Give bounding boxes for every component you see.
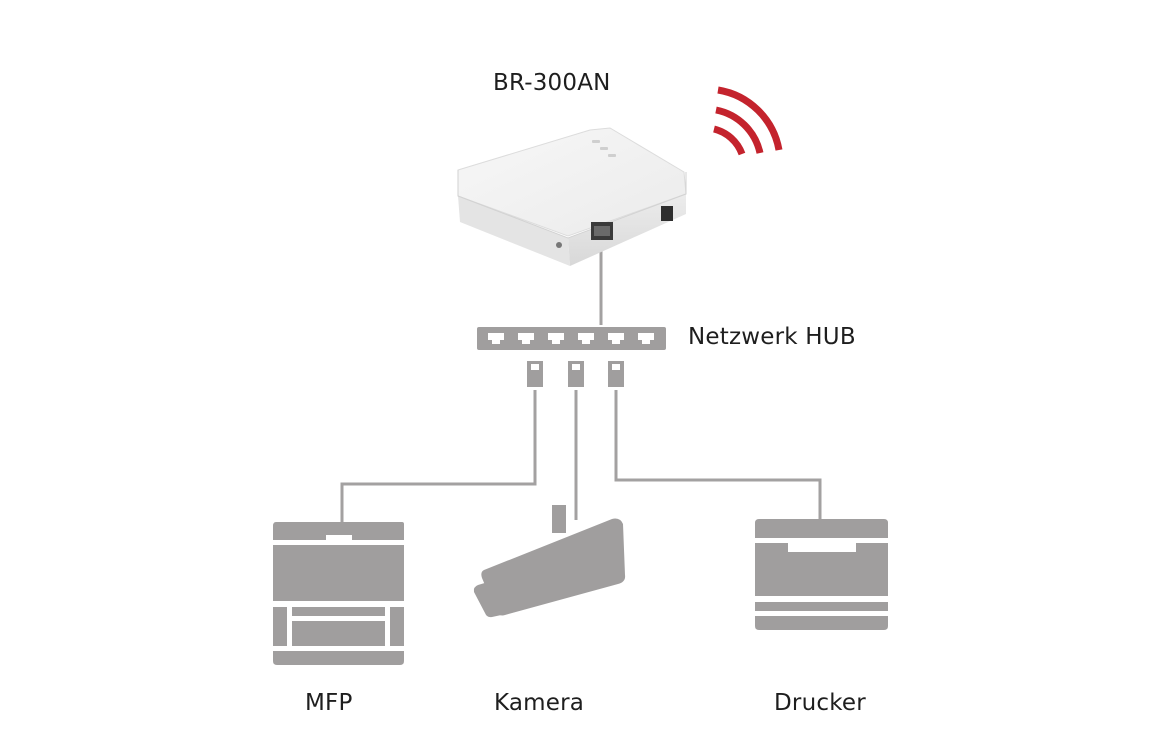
- multifunction-printer-icon: [273, 522, 404, 665]
- router-power-port: [661, 206, 673, 221]
- edge-hub-printer: [614, 390, 822, 520]
- ethernet-plug-icon: [608, 361, 624, 387]
- hub-port: [608, 333, 624, 344]
- printer-label: Drucker: [774, 690, 866, 716]
- mfp-label: MFP: [305, 690, 353, 716]
- hub-port: [578, 333, 594, 344]
- edge-hub-mfp: [340, 390, 537, 522]
- router-reset-button: [556, 242, 562, 248]
- camera-label: Kamera: [494, 690, 585, 716]
- printer-icon: [755, 519, 888, 630]
- router-icon: [457, 127, 687, 266]
- connection-lines: [340, 248, 822, 522]
- security-camera-icon: [473, 505, 626, 618]
- hub-port: [518, 333, 534, 344]
- ethernet-plugs: [527, 361, 624, 387]
- wifi-signal-icon: [712, 86, 783, 156]
- hub-port: [548, 333, 564, 344]
- hub-label: Netzwerk HUB: [688, 324, 856, 350]
- hub-ports: [488, 333, 654, 344]
- ethernet-plug-icon: [527, 361, 543, 387]
- network-hub-icon: [477, 327, 666, 350]
- router-label: BR-300AN: [493, 70, 611, 96]
- ethernet-plug-icon: [568, 361, 584, 387]
- hub-port: [638, 333, 654, 344]
- hub-port: [488, 333, 504, 344]
